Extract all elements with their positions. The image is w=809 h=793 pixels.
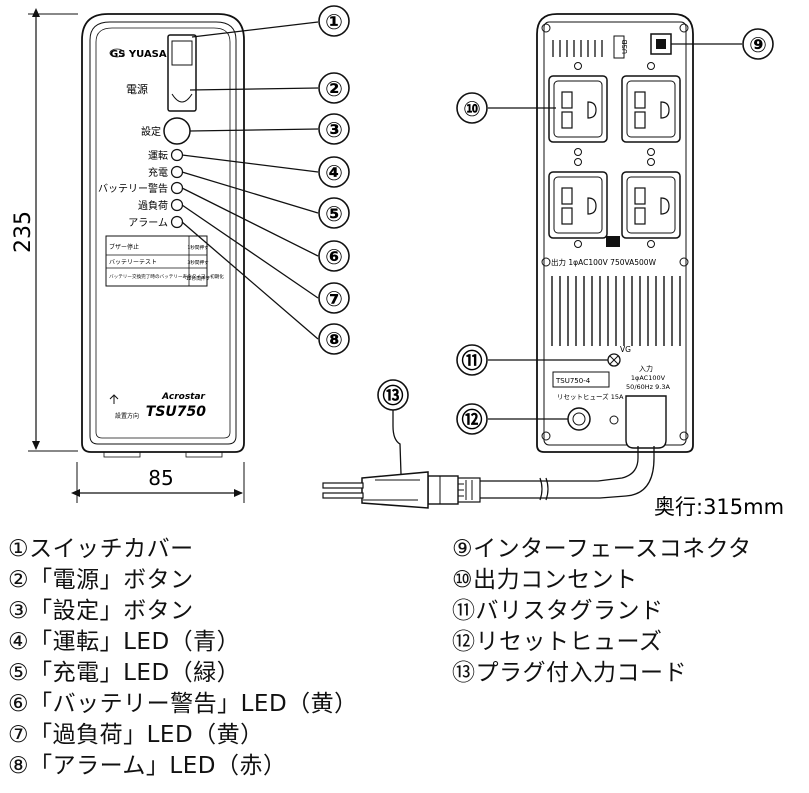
svg-text:ブザー停止: ブザー停止 (109, 243, 139, 251)
dimension-width: 85 (71, 462, 245, 503)
legend-item-charge-led: ⑤「充電」LED（緑） (8, 660, 241, 686)
led-label-charge: 充電 (148, 166, 168, 179)
setting-label: 設定 (141, 125, 161, 138)
callout-6: ⑥ (325, 245, 343, 269)
rear-view: USB (536, 13, 694, 453)
legend-item-output-outlet: ⑩出力コンセント (452, 567, 638, 593)
battery-warning-led (170, 181, 184, 195)
svg-text:12秒間押す: 12秒間押す (186, 275, 211, 282)
model-name: Acrostar (161, 392, 205, 402)
brand-logo-mark (109, 48, 125, 58)
outlet-3 (548, 158, 608, 248)
plug-prong-1 (322, 482, 364, 489)
legend-item-battery-warning-led: ⑥「バッテリー警告」LED（黄） (8, 691, 358, 717)
input-freq: 50/60Hz 9.3A (626, 383, 670, 391)
callout-9: ⑨ (749, 33, 767, 57)
legend-item-interface-connector: ⑨インターフェースコネクタ (452, 536, 752, 562)
plug-body (361, 471, 429, 509)
run-led (170, 148, 184, 162)
legend-item-varistor-ground: ⑪バリスタグランド (452, 598, 664, 624)
plug-prong-2 (322, 492, 364, 499)
legend-item-reset-fuse: ⑫リセットヒューズ (452, 629, 663, 655)
diagram-svg: 235 85 奥行:315mm GS YUASA 電源 設定 運転 充電 バッテ… (11, 5, 784, 519)
legend-item-setting-button: ③「設定」ボタン (8, 598, 194, 624)
ground-mark-icon (606, 236, 620, 247)
callout-3: ③ (325, 118, 343, 142)
legend-item-switch-cover: ①スイッチカバー (8, 536, 194, 562)
legend-right: ⑨インターフェースコネクタ ⑩出力コンセント ⑪バリスタグランド ⑫リセットヒュ… (452, 534, 752, 689)
legend-left: ①スイッチカバー ②「電源」ボタン ③「設定」ボタン ④「運転」LED（青） ⑤… (8, 534, 358, 782)
led-label-overload: 過負荷 (138, 200, 168, 212)
leader-lines (181, 21, 742, 475)
height-value: 235 (11, 211, 36, 253)
callout-10: ⑩ (463, 97, 481, 121)
brand-logo: GS YUASA (110, 49, 167, 60)
alarm-led (170, 215, 184, 229)
model-plate: TSU750-4 (555, 377, 591, 385)
width-value: 85 (148, 466, 173, 490)
callout-8: ⑧ (325, 328, 343, 352)
power-cord (322, 446, 655, 509)
vg-label: VG (620, 345, 631, 354)
legend-item-alarm-led: ⑧「アラーム」LED（赤） (8, 753, 287, 779)
svg-text:1秒間押す: 1秒間押す (187, 244, 209, 251)
led-label-alarm: アラーム (128, 217, 168, 229)
output-rating: 出力 1φAC100V 750VA500W (551, 257, 657, 267)
legend-item-overload-led: ⑦「過負荷」LED（黄） (8, 722, 264, 748)
function-table: ブザー停止 バッテリーテスト バッテリー交換完了時のバッテリー寿命タイマー初期化… (105, 235, 224, 287)
orientation-note: 設置方向 (115, 412, 139, 420)
callout-numbers: ① ② ③ ④ ⑤ ⑥ ⑦ ⑧ ⑨ ⑩ ⑪ ⑫ ⑬ (318, 5, 774, 435)
legend-item-run-led: ④「運転」LED（青） (8, 629, 241, 655)
outlet-1 (548, 62, 608, 156)
input-label: 入力 (639, 364, 653, 373)
orientation-arrow-icon (109, 394, 119, 404)
callout-4: ④ (325, 161, 343, 185)
power-label: 電源 (126, 82, 148, 96)
led-label-battery-warning: バッテリー警告 (98, 182, 168, 195)
outlet-4 (621, 158, 681, 248)
legend-item-power-cord: ⑬プラグ付入力コード (452, 660, 687, 686)
callout-2: ② (325, 77, 343, 101)
callout-7: ⑦ (325, 287, 343, 311)
charge-led (170, 165, 184, 179)
svg-text:バッテリー交換完了時のバッテリー寿命タイマー初期化: バッテリー交換完了時のバッテリー寿命タイマー初期化 (109, 273, 224, 280)
setting-button[interactable] (163, 117, 191, 145)
fuse-label: リセットヒューズ 15A (557, 392, 624, 401)
cord-strain-relief (625, 395, 667, 449)
callout-13: ⑬ (383, 384, 404, 408)
svg-text:3秒間押す: 3秒間押す (187, 259, 209, 266)
overload-led (170, 198, 184, 212)
depth-value: 奥行:315mm (654, 495, 784, 519)
callout-12: ⑫ (462, 408, 483, 432)
callout-11: ⑪ (462, 349, 483, 373)
front-view: GS YUASA 電源 設定 運転 充電 バッテリー警告 過負荷 アラーム ブザ… (81, 13, 245, 458)
dimension-height: 235 (11, 7, 78, 452)
input-rating: 1φAC100V (631, 374, 666, 382)
model-number: TSU750 (146, 404, 206, 420)
usb-label: USB (621, 39, 629, 54)
legend-item-power-button: ②「電源」ボタン (8, 567, 194, 593)
led-label-run: 運転 (148, 150, 168, 162)
svg-text:バッテリーテスト: バッテリーテスト (109, 259, 157, 266)
callout-5: ⑤ (325, 202, 343, 226)
callout-1: ① (325, 10, 343, 34)
outlet-2 (621, 62, 681, 156)
